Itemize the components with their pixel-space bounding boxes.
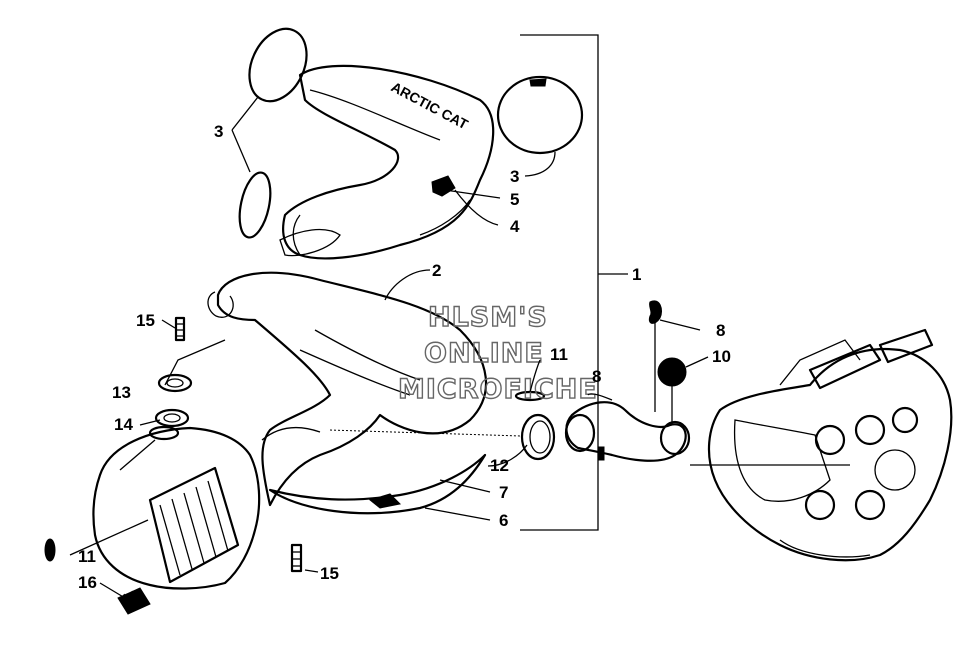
exhaust-cover: ARCTIC CAT xyxy=(279,64,495,260)
spring-band-top-left xyxy=(248,27,308,103)
grommet-13 xyxy=(157,373,193,393)
callout-15-top: 15 xyxy=(136,311,155,330)
spring-band-lower-left xyxy=(238,171,272,239)
leader-lines xyxy=(69,96,850,599)
spring-band-right xyxy=(496,75,584,155)
callout-16: 16 xyxy=(78,573,97,592)
callout-3-right: 3 xyxy=(510,167,519,186)
callout-6: 6 xyxy=(499,511,508,530)
muffler xyxy=(92,425,261,590)
cover-decal xyxy=(431,175,456,197)
exhaust-gasket-12 xyxy=(520,413,556,461)
spring-15-bottom xyxy=(290,543,303,573)
callout-12: 12 xyxy=(490,456,509,475)
engine-block xyxy=(707,328,953,562)
exhaust-manifold xyxy=(564,401,691,462)
callout-13: 13 xyxy=(112,383,131,402)
washer-11-left xyxy=(44,538,56,562)
expansion-chamber xyxy=(207,271,488,507)
callout-11-left: 11 xyxy=(78,547,96,566)
callout-11-top: 11 xyxy=(550,345,568,364)
watermark-line-1: HLSM'S xyxy=(428,302,548,333)
callout-8-right: 8 xyxy=(716,321,725,340)
grommet-14 xyxy=(154,408,190,428)
callout-15-bottom: 15 xyxy=(320,564,339,583)
watermark-line-3: MICROFICHE xyxy=(398,374,598,405)
grommet-10 xyxy=(657,357,687,387)
callout-1: 1 xyxy=(632,265,641,284)
callout-10: 10 xyxy=(712,347,731,366)
callout-3-left: 3 xyxy=(214,122,223,141)
callout-4: 4 xyxy=(510,217,520,236)
watermark-line-2: ONLINE xyxy=(424,338,544,369)
chamber-heat-shield xyxy=(268,453,487,515)
callout-8-center: 8 xyxy=(592,367,601,386)
callout-labels: 1 2 3 3 4 5 6 7 8 8 10 11 11 12 13 14 15… xyxy=(78,122,731,592)
spring-15-top xyxy=(174,316,186,342)
callout-7: 7 xyxy=(499,483,508,502)
assembly-bracket xyxy=(520,34,628,531)
callout-5: 5 xyxy=(510,190,519,209)
bolt-16 xyxy=(117,587,151,615)
callout-14: 14 xyxy=(114,415,133,434)
callout-2: 2 xyxy=(432,261,441,280)
